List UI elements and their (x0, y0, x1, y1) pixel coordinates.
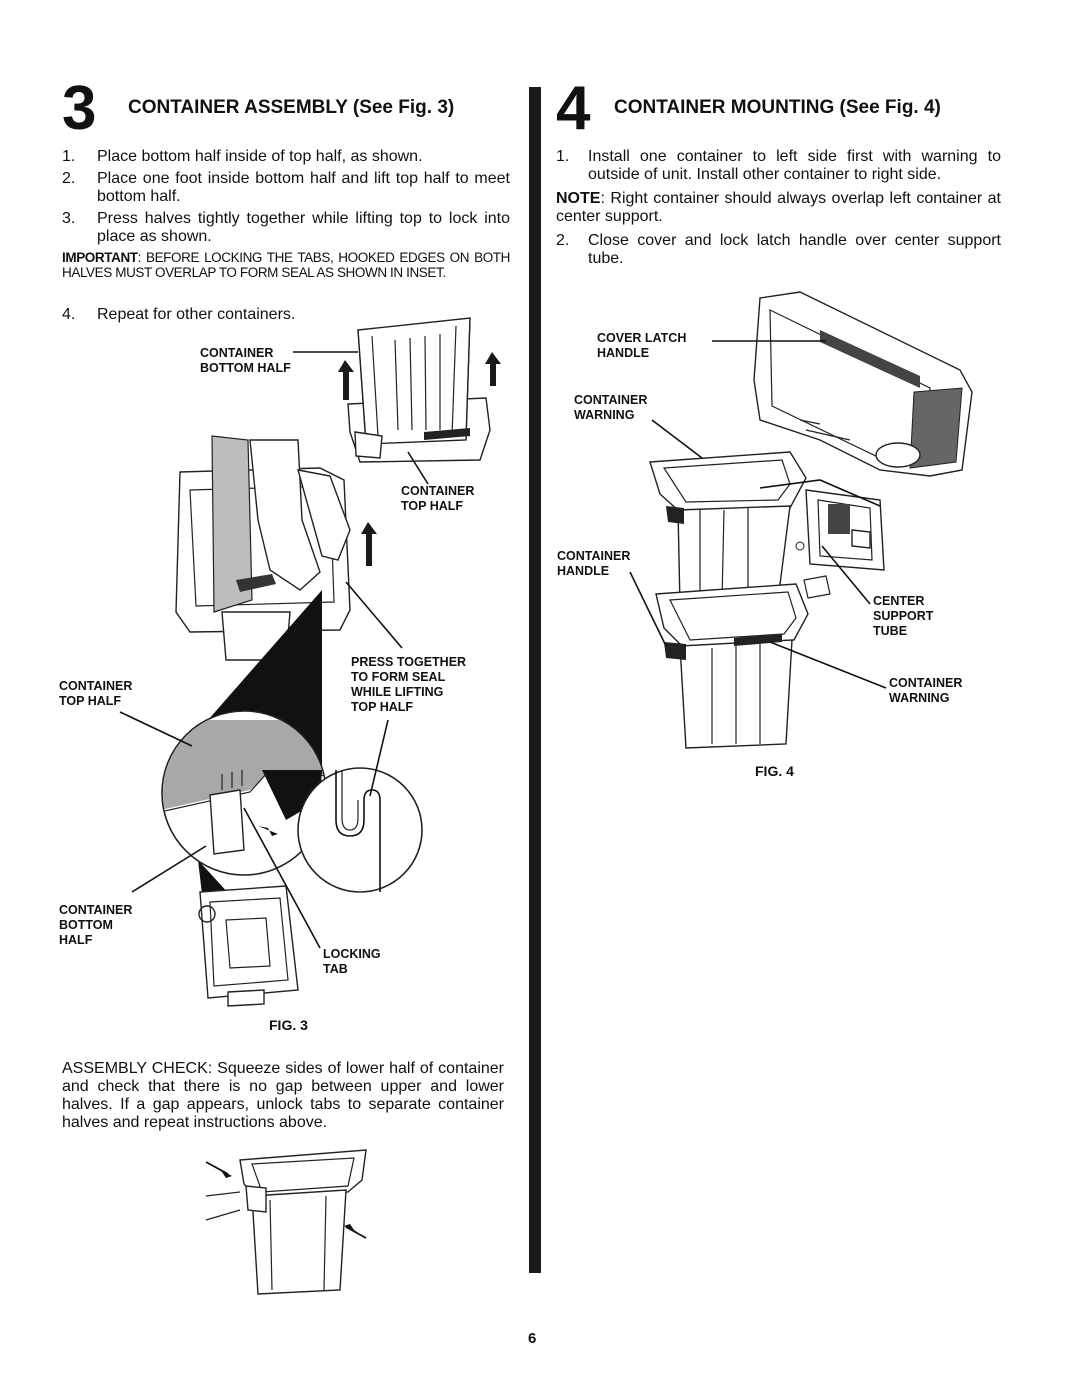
container-top-view-drawing (198, 885, 299, 1007)
step-item: 4. Repeat for other containers. (62, 306, 510, 326)
label-press-together: PRESS TOGETHER TO FORM SEAL WHILE LIFTIN… (351, 655, 467, 714)
step-number: 4. (62, 306, 76, 323)
step-item: 2. Place one foot inside bottom half and… (62, 170, 510, 208)
step-number: 1. (556, 148, 570, 165)
section-4-title: CONTAINER MOUNTING (See Fig. 4) (614, 97, 941, 118)
label-container-top-half-left: CONTAINER TOP HALF (59, 679, 133, 708)
step-text: Close cover and lock latch handle over c… (588, 232, 1001, 267)
fig-3-illustration (119, 317, 501, 1007)
unit-cover-drawing (753, 291, 973, 477)
mounting-note: NOTE: Right container should always over… (556, 190, 1001, 226)
label-locking-tab: LOCKING TAB (323, 947, 381, 976)
section-3-number: 3 (62, 74, 97, 143)
label-cover-latch-handle: COVER LATCH HANDLE (597, 331, 687, 360)
magnifier-inset (161, 590, 423, 920)
step-item: 1. Install one container to left side fi… (556, 148, 1001, 186)
important-note: IMPORTANT: BEFORE LOCKING THE TABS, HOOK… (62, 250, 510, 280)
container-lower-drawing (655, 583, 809, 749)
label-container-bottom-half: CONTAINER BOTTOM HALF (200, 346, 291, 375)
step-number: 2. (556, 232, 570, 249)
note-label: NOTE (556, 190, 601, 207)
label-center-support-tube: CENTER SUPPORT TUBE (873, 594, 934, 638)
label-container-warning-right: CONTAINER WARNING (889, 676, 963, 705)
column-divider (529, 87, 541, 1273)
label-container-handle: CONTAINER HANDLE (557, 549, 631, 578)
label-container-warning-top: CONTAINER WARNING (574, 393, 648, 422)
step-text: Press halves tightly together while lift… (97, 210, 510, 245)
page-number: 6 (528, 1330, 537, 1347)
assembly-check-illustration (205, 1149, 367, 1295)
important-label: IMPORTANT (62, 250, 138, 265)
step-number: 2. (62, 170, 76, 187)
step-text: Install one container to left side first… (588, 148, 1001, 183)
lift-arrows (338, 352, 501, 566)
hands-and-container-drawing (175, 435, 351, 661)
fig-3-caption: FIG. 3 (269, 1017, 308, 1033)
step-item: 3. Press halves tightly together while l… (62, 210, 510, 248)
container-bottom-half-drawing (347, 317, 491, 463)
section-3-title: CONTAINER ASSEMBLY (See Fig. 3) (128, 97, 455, 118)
step-text: Repeat for other containers. (97, 306, 296, 323)
note-text: : Right container should always overlap … (556, 190, 1001, 225)
label-container-top-half: CONTAINER TOP HALF (401, 484, 475, 513)
step-item: 2. Close cover and lock latch handle ove… (556, 232, 1001, 270)
step-text: Place one foot inside bottom half and li… (97, 170, 510, 205)
important-text: : BEFORE LOCKING THE TABS, HOOKED EDGES … (62, 250, 510, 280)
section-4-number: 4 (556, 74, 591, 143)
fig-4-illustration (629, 291, 973, 749)
container-upper-drawing (649, 451, 881, 607)
step-number: 3. (62, 210, 76, 227)
step-number: 1. (62, 148, 76, 165)
step-text: Place bottom half inside of top half, as… (97, 148, 423, 165)
label-container-bottom-half-left: CONTAINER BOTTOM HALF (59, 903, 133, 947)
step-item: 1. Place bottom half inside of top half,… (62, 148, 510, 168)
center-support-drawing (795, 489, 885, 599)
fig-4-caption: FIG. 4 (755, 763, 794, 779)
assembly-check-text: ASSEMBLY CHECK: Squeeze sides of lower h… (62, 1060, 504, 1131)
